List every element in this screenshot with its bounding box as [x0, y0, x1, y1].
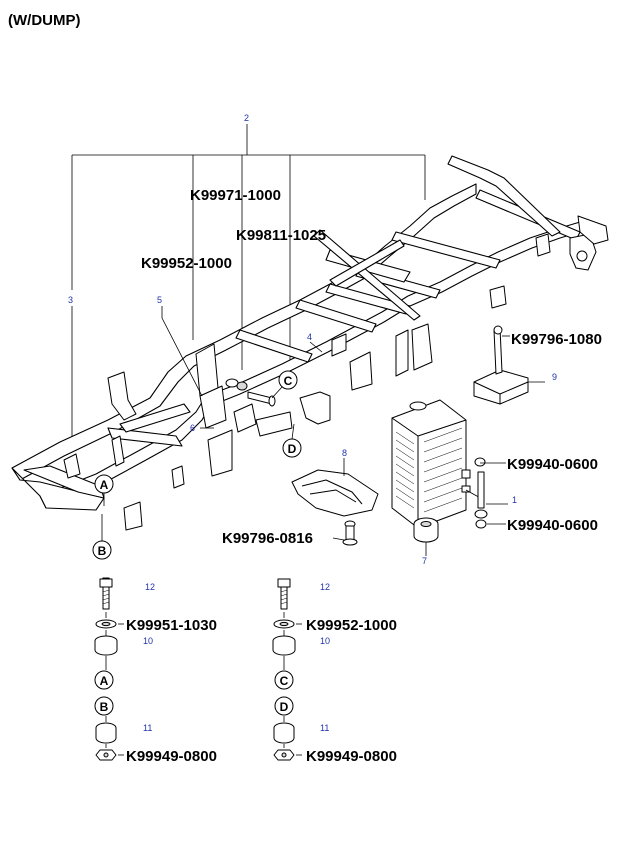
callout-5: 5	[157, 295, 162, 305]
mount-stack-a-b: A B	[94, 577, 124, 761]
callout-12-left: 12	[145, 582, 155, 592]
callout-6: 6	[190, 423, 195, 433]
part-8-skid-plate	[291, 458, 379, 517]
marker-d-frame: D	[288, 442, 297, 456]
pn-k99796-1080: K99796-1080	[511, 331, 602, 348]
mount-stack-c-d: C D	[272, 578, 302, 761]
chassis-frame	[11, 155, 609, 531]
callout-3: 3	[68, 295, 73, 305]
pn-k99796-0816: K99796-0816	[222, 530, 313, 547]
callout-leaders	[161, 306, 323, 429]
frame-mount-fasteners	[225, 378, 276, 407]
pn-k99949-0800-right: K99949-0800	[306, 748, 397, 765]
pn-k99940-0600-upper: K99940-0600	[507, 456, 598, 473]
callout-4: 4	[307, 332, 312, 342]
callout-10-left: 10	[143, 636, 153, 646]
marker-b-stack: B	[100, 700, 109, 714]
pn-k99940-0600-lower: K99940-0600	[507, 517, 598, 534]
callout-11-left: 11	[143, 723, 152, 733]
callout-8: 8	[342, 448, 347, 458]
marker-a-frame: A	[100, 478, 109, 492]
diagram-title: (W/DUMP)	[8, 12, 81, 29]
pn-k99952-1000-bottom: K99952-1000	[306, 617, 397, 634]
pn-k99952-1000-top: K99952-1000	[141, 255, 232, 272]
pn-k99951-1030: K99951-1030	[126, 617, 217, 634]
marker-b-frame: B	[98, 544, 107, 558]
callout-12-right: 12	[320, 582, 330, 592]
marker-c-frame: C	[284, 374, 293, 388]
callout-1: 1	[512, 495, 517, 505]
callout-2: 2	[244, 113, 249, 123]
callout-7: 7	[422, 556, 427, 566]
part-9-spacer-bracket	[473, 325, 545, 405]
marker-a-stack: A	[100, 674, 109, 688]
pn-k99971-1000: K99971-1000	[190, 187, 281, 204]
callout-10-right: 10	[320, 636, 330, 646]
radiator-assembly	[391, 399, 508, 529]
callout-9: 9	[552, 372, 557, 382]
marker-c-stack: C	[280, 674, 289, 688]
pn-k99949-0800-left: K99949-0800	[126, 748, 217, 765]
bolt-k99796-0816	[342, 520, 358, 546]
pn-k99811-1025: K99811-1025	[236, 227, 326, 244]
frame-location-markers: A B C D	[92, 370, 302, 560]
callout-11-right: 11	[320, 723, 329, 733]
label-leaders	[332, 462, 506, 541]
marker-d-stack: D	[280, 700, 289, 714]
part-7-mount-rubber	[413, 517, 439, 556]
